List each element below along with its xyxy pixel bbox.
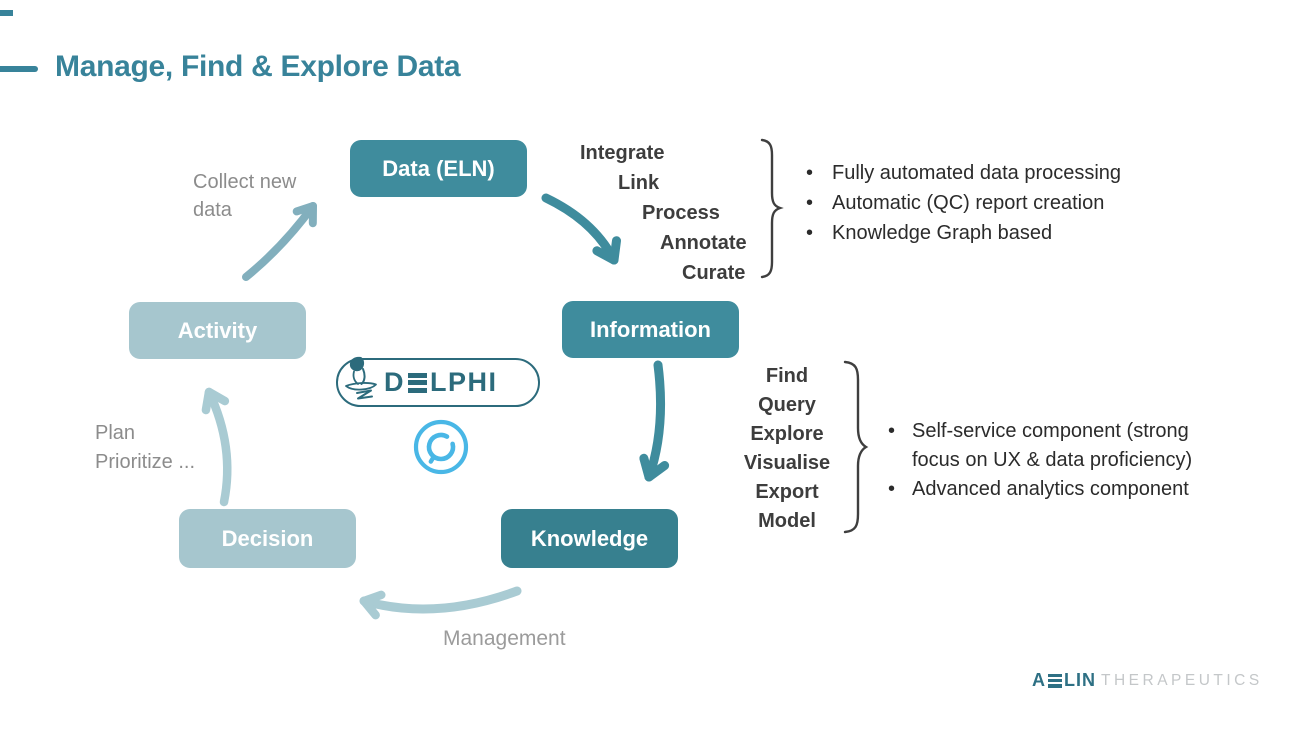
process-step: Link [618, 172, 660, 194]
edge-label-collect-new-data: Collect new data [193, 168, 296, 224]
cycle-box-activity: Activity [129, 302, 306, 359]
bullet-text-line: focus on UX & data proficiency) [912, 449, 1193, 471]
pythia-figure-icon [345, 356, 377, 399]
bullet-text: Automatic (QC) report creation [832, 192, 1105, 214]
corner-accent-bar [0, 10, 13, 16]
edge-label-management: Management [443, 627, 566, 650]
cycle-box-label: Information [590, 316, 711, 342]
delphi-wordmark: D LPHI [384, 367, 498, 398]
bullet-dot: • [806, 222, 814, 244]
bullet-item: • Advanced analytics component [888, 475, 1192, 504]
arrow-information-to-knowledge [639, 360, 670, 482]
aelin-letter-a: A [1032, 670, 1046, 690]
bullet-text: Self-service component (strong focus on … [912, 417, 1192, 475]
aelin-wordmark: A LIN [1032, 670, 1096, 691]
process-step: Annotate [660, 232, 747, 254]
edge-label-plan-prioritize: Plan Prioritize ... [95, 419, 195, 477]
bullet-text: Fully automated data processing [832, 162, 1122, 184]
bullet-dot: • [806, 162, 814, 184]
cycle-box-knowledge: Knowledge [501, 509, 678, 568]
arrow-decision-to-activity [201, 387, 232, 507]
stylized-e-icon [1048, 673, 1062, 688]
bullet-dot: • [806, 192, 814, 214]
bullet-dot: • [888, 478, 896, 500]
process-step: Integrate [580, 142, 665, 164]
cycle-box-data-eln: Data (ELN) [350, 140, 527, 197]
bullet-item: • Self-service component (strong focus o… [888, 417, 1192, 475]
bullet-item: • Knowledge Graph based [806, 218, 1121, 248]
cycle-box-information: Information [562, 301, 739, 358]
explore-step: Query [758, 394, 816, 416]
selfservice-bullet-list: • Self-service component (strong focus o… [888, 417, 1192, 504]
cycle-refresh-icon [413, 419, 469, 475]
aelin-letters-lin: LIN [1064, 670, 1096, 690]
explore-step: Export [755, 481, 819, 503]
explore-step: Visualise [743, 452, 831, 474]
delphi-letters-lphi: LPHI [430, 367, 498, 397]
edge-label-line: data [193, 199, 232, 221]
bullet-item: • Fully automated data processing [806, 158, 1121, 188]
edge-label-line: Prioritize ... [95, 451, 196, 473]
brace-explore-steps-icon [843, 360, 869, 534]
therapeutics-wordmark: THERAPEUTICS [1101, 671, 1263, 689]
process-step: Curate [682, 262, 746, 284]
explore-step: Model [758, 510, 816, 532]
delphi-logo: D LPHI [336, 356, 540, 407]
title-dash [0, 66, 38, 72]
cycle-box-label: Decision [221, 525, 314, 551]
arrow-knowledge-to-decision [359, 586, 522, 620]
page-title: Manage, Find & Explore Data [55, 50, 461, 83]
cycle-box-label: Knowledge [530, 525, 649, 551]
automation-bullet-list: • Fully automated data processing • Auto… [806, 158, 1121, 248]
cycle-box-decision: Decision [179, 509, 356, 568]
bullet-text: Advanced analytics component [912, 478, 1189, 500]
edge-label-line: Plan [95, 422, 136, 444]
delphi-letter-d: D [384, 367, 405, 397]
explore-steps: Find Query Explore Visualise Export Mode… [731, 362, 843, 536]
bullet-item: • Automatic (QC) report creation [806, 188, 1121, 218]
explore-step: Find [765, 365, 809, 387]
bullet-text: Knowledge Graph based [832, 222, 1053, 244]
cycle-box-label: Activity [177, 317, 258, 343]
explore-step: Explore [750, 423, 824, 445]
bullet-text-line: Self-service component (strong [912, 420, 1189, 442]
stylized-e-icon [408, 372, 427, 393]
arrow-data-to-information [541, 193, 621, 265]
cycle-box-label: Data (ELN) [382, 155, 495, 181]
process-step: Process [642, 202, 720, 224]
brace-process-steps-icon [760, 138, 784, 279]
bullet-dot: • [888, 420, 896, 442]
edge-label-line: Collect new [193, 171, 297, 193]
aelin-therapeutics-logo: A LIN THERAPEUTICS [1032, 670, 1263, 691]
